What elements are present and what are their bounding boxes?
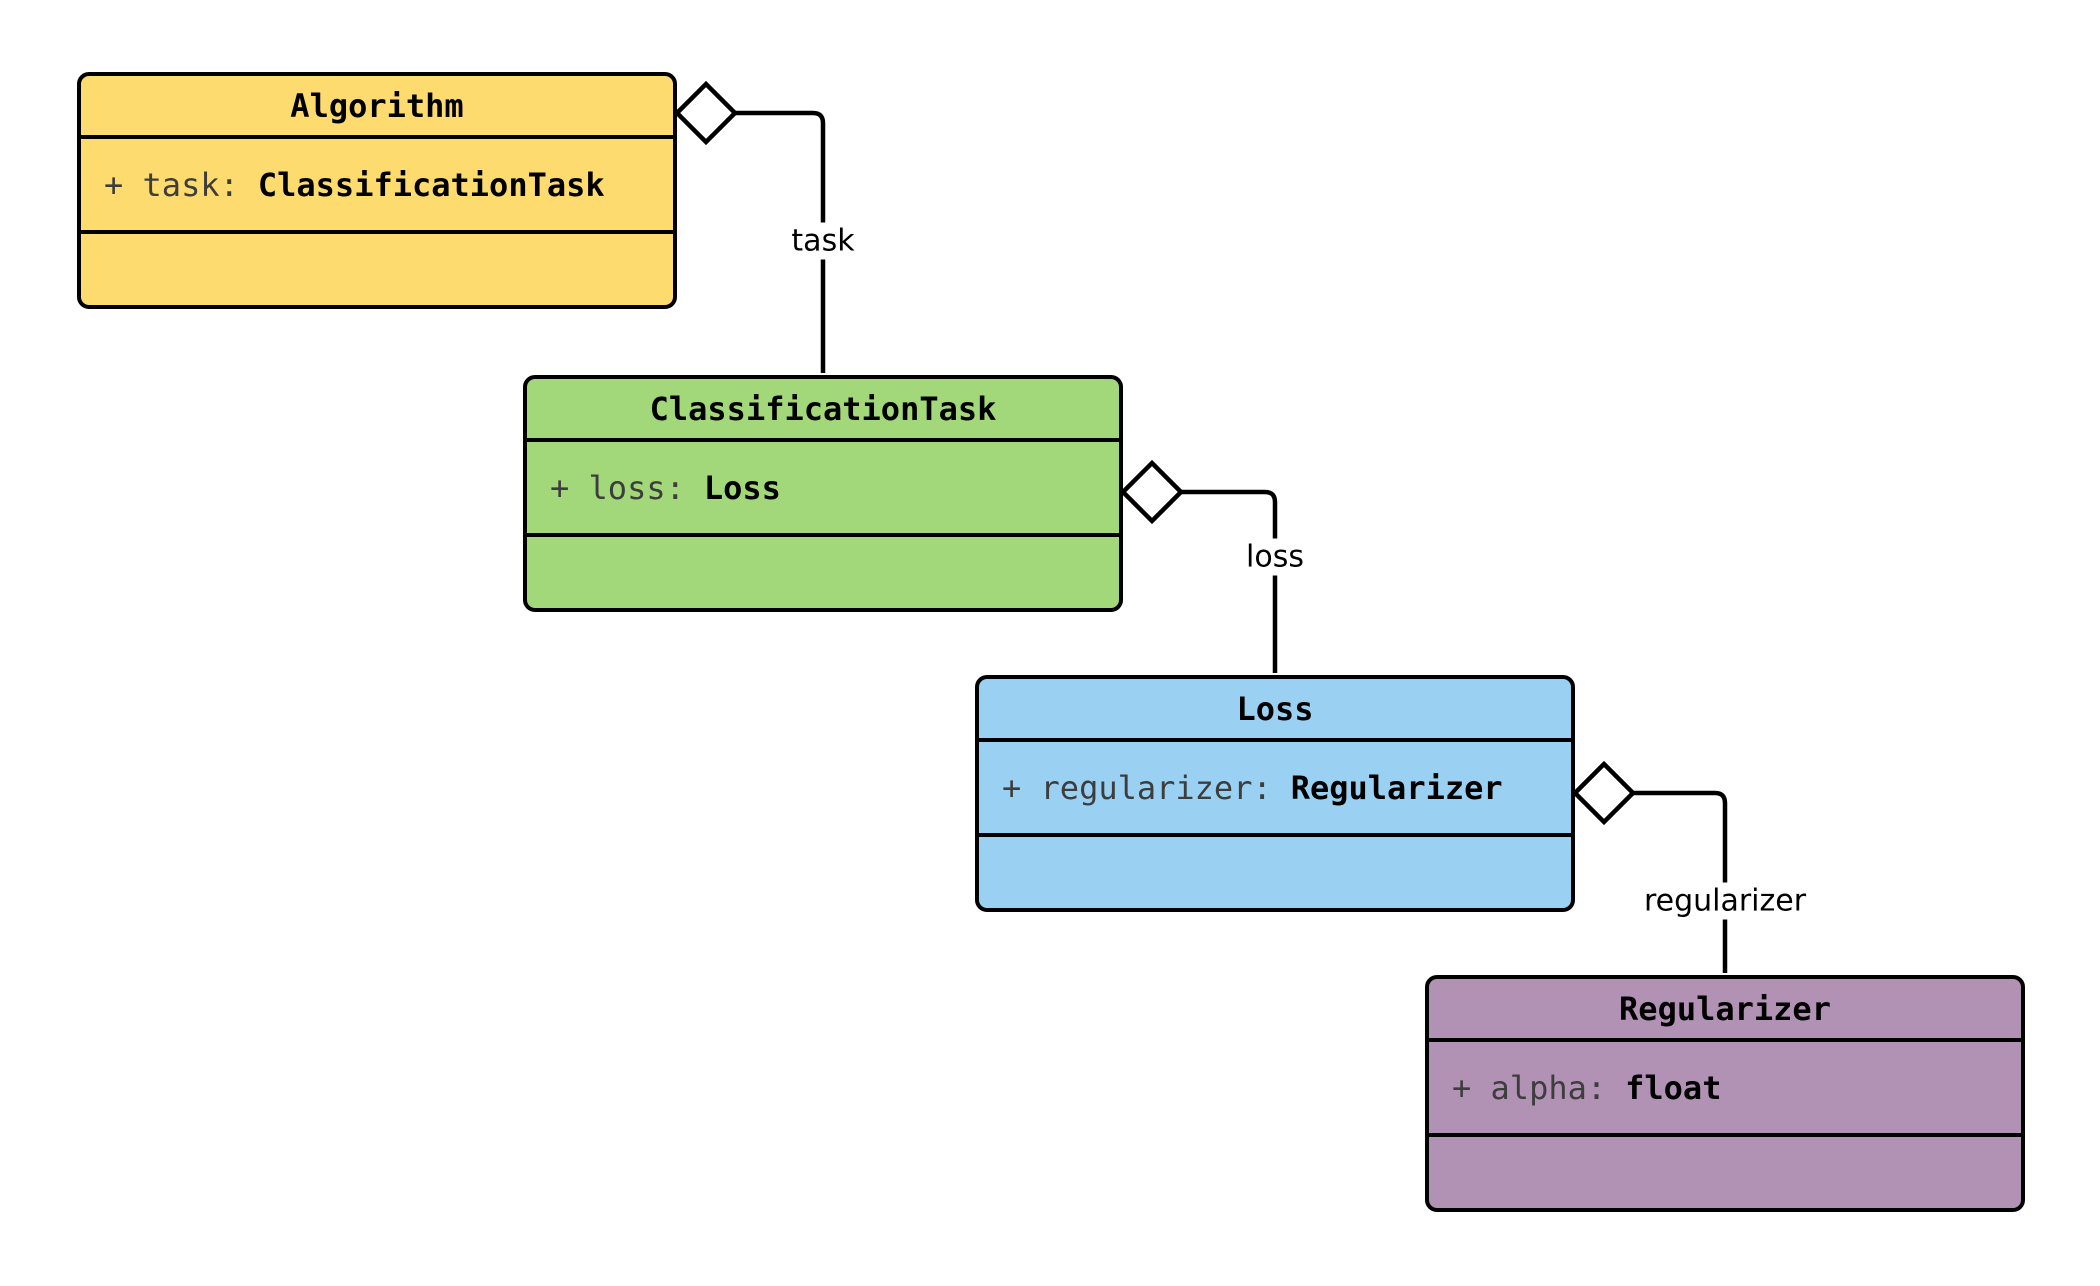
class-title: Regularizer [1619,989,1831,1028]
class-attributes: + regularizer: Regularizer [979,738,1571,833]
attribute-name: + task: [104,165,239,204]
aggregation-diamond-regularizer [1571,760,1637,826]
attribute-type: ClassificationTask [257,165,605,204]
class-loss: Loss + regularizer: Regularizer [975,675,1575,912]
class-algorithm: Algorithm + task: ClassificationTask [77,72,677,309]
class-methods-empty [979,833,1571,908]
connector-regularizer [1633,790,1728,973]
connector-task [735,110,826,373]
aggregation-diamond-loss [1119,459,1185,525]
edge-label-regularizer: regularizer [1636,882,1814,920]
attribute-type: float [1625,1068,1722,1107]
connector-loss [1181,489,1278,673]
attribute-type: Regularizer [1290,768,1503,807]
class-attributes: + loss: Loss [527,438,1119,533]
class-title: Algorithm [290,86,464,125]
class-attributes: + alpha: float [1429,1038,2021,1133]
attribute-name: + loss: [550,468,685,507]
attribute-name: + alpha: [1452,1068,1607,1107]
class-attributes: + task: ClassificationTask [81,135,673,230]
class-title: ClassificationTask [649,389,997,428]
class-methods-empty [527,533,1119,608]
edge-label-task: task [784,222,862,260]
edge-label-loss: loss [1239,538,1311,576]
class-methods-empty [1429,1133,2021,1208]
class-methods-empty [81,230,673,305]
class-classificationtask: ClassificationTask + loss: Loss [523,375,1123,612]
attribute-type: Loss [703,468,781,507]
class-title: Loss [1236,689,1314,728]
attribute-name: + regularizer: [1002,768,1272,807]
class-regularizer: Regularizer + alpha: float [1425,975,2025,1212]
aggregation-diamond-task [673,80,739,146]
